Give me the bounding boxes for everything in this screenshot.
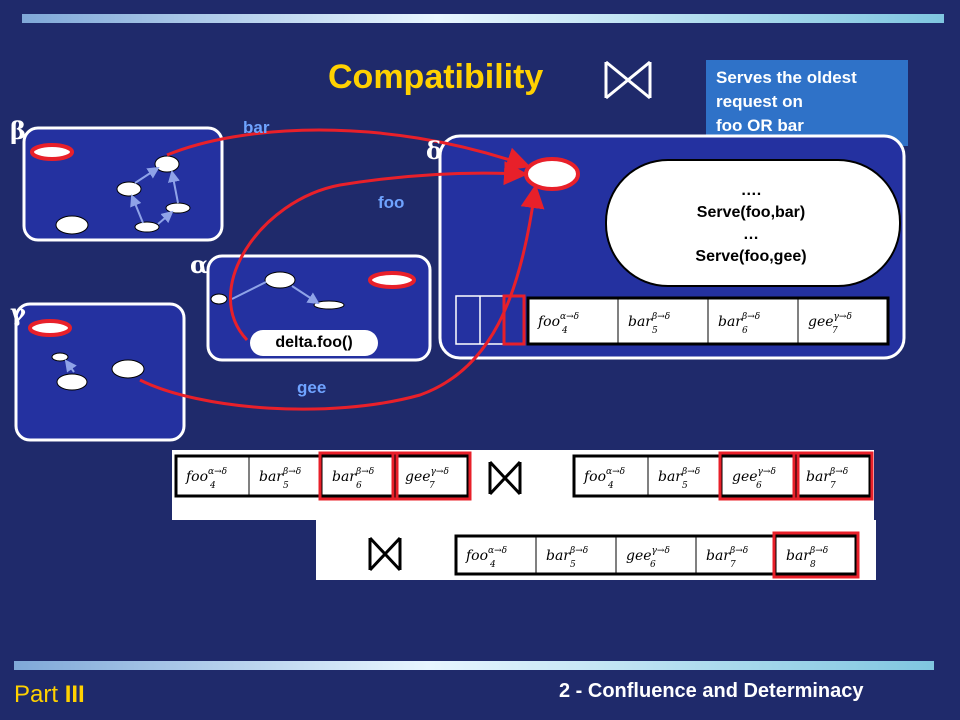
queue-head-highlight — [502, 294, 526, 346]
gamma-request-queue-node — [28, 319, 72, 337]
queue-cell-highlight — [718, 451, 800, 501]
top-divider-bar — [22, 14, 944, 23]
gamma-object-node — [56, 373, 88, 391]
gee-wire-label: gee — [297, 378, 327, 397]
beta-object-node — [134, 221, 160, 233]
callout-line-2: request on — [716, 92, 803, 111]
alpha-label: α — [190, 250, 209, 279]
slide-title: Compatibility — [328, 58, 544, 96]
gamma-label: γ — [10, 298, 26, 327]
alpha-request-queue-node — [368, 271, 416, 289]
callout-line-1: Serves the oldest — [716, 68, 857, 87]
gamma-object-node — [51, 352, 69, 362]
beta-object-node — [116, 181, 142, 197]
serve-line-3: … — [743, 226, 759, 243]
serve-code-text: …. Serve(foo,bar) … Serve(foo,gee) — [608, 180, 894, 268]
beta-object-node — [55, 215, 89, 235]
beta-label: β — [10, 116, 26, 145]
serve-code-block — [605, 159, 901, 287]
footer-part: Part III — [14, 681, 85, 709]
foo-wire — [228, 161, 528, 342]
join-symbol-bottom — [368, 536, 402, 572]
bottom-divider-bar — [14, 661, 934, 670]
gee-wire — [139, 184, 545, 411]
serve-line-1: …. — [740, 182, 762, 199]
serve-line-2: Serve(foo,bar) — [696, 204, 806, 221]
beta-request-queue-node — [30, 143, 74, 161]
beta-object-node — [154, 155, 180, 173]
gamma-object-node — [111, 359, 145, 379]
queue-cell-highlight — [318, 451, 399, 501]
queue-cell-highlight — [792, 451, 874, 501]
bar-wire — [166, 128, 531, 171]
bar-wire-label: bar — [243, 118, 270, 137]
foo-wire-label: foo — [378, 193, 405, 212]
alpha-object-node — [313, 300, 345, 310]
gamma-activity-box — [14, 302, 186, 442]
join-symbol-mid — [488, 460, 522, 496]
alpha-object-node — [210, 293, 228, 305]
footer-part-prefix: Part — [14, 681, 59, 708]
footer-part-number: III — [64, 681, 85, 708]
callout-line-3: foo OR bar — [716, 116, 804, 135]
method-call-label: delta.foo() — [250, 330, 378, 356]
delta-label: δ — [426, 136, 443, 165]
footer-section-title: 2 - Confluence and Determinacy — [559, 680, 864, 702]
queue-table-border — [454, 534, 858, 576]
join-symbol-title — [604, 60, 652, 100]
serve-line-4: Serve(foo,gee) — [695, 248, 807, 265]
queue-cell-highlight — [391, 451, 472, 501]
alpha-object-node — [264, 271, 296, 289]
queue-cell-highlight — [772, 531, 860, 579]
callout-box: Serves the oldest request on foo OR bar — [706, 60, 908, 146]
